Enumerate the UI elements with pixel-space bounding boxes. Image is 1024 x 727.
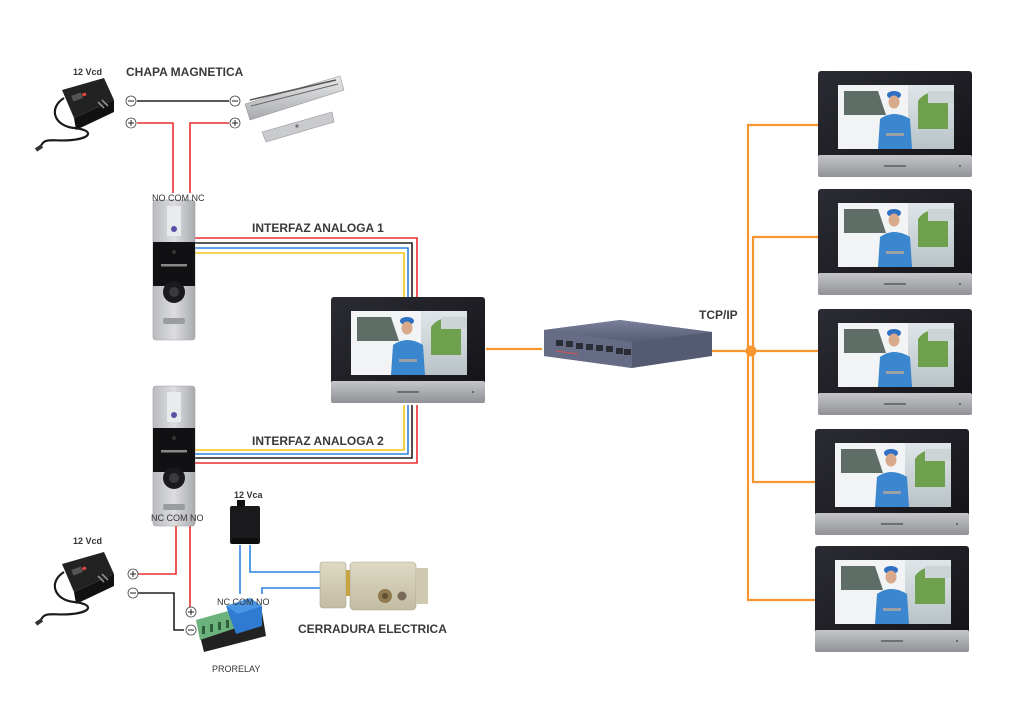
minus-icon [185,624,197,636]
wire-blue-interface2 [195,405,409,455]
wire-yellow-interface1 [195,252,405,298]
wire-red-interface2 [195,405,418,464]
minus-icon [125,95,137,107]
minus-icon [127,587,139,599]
door-station-2 [152,385,196,527]
magnetic-lock-label: CHAPA MAGNETICA [126,65,244,79]
wire-blue-interface1 [195,247,409,298]
ac-transformer [230,500,260,544]
wire-red-psu-to-com2 [138,522,177,575]
main-monitor [331,297,485,403]
net-junction [745,345,757,357]
wire-black-psu-to-relay [138,592,184,631]
door1-terminals-label: NO COM NC [152,193,205,203]
monitor-5 [815,546,969,652]
psu-bottom [34,550,116,626]
ac-transformer-voltage-label: 12 Vca [234,490,263,500]
plus-icon [229,117,241,129]
wire-black-interface1 [195,242,413,298]
wire-black-interface2 [195,405,413,459]
poe-switch [544,320,712,368]
psu-bottom-voltage-label: 12 Vcd [73,536,103,546]
psu-top-voltage-label: 12 Vcd [73,67,103,77]
wire-blue-transformer-to-lock [249,545,322,573]
polarity-markers [125,95,241,636]
magnetic-lock [244,75,345,143]
electric-lock [319,561,428,611]
door-station-1 [152,199,196,341]
interface2-label: INTERFAZ ANALOGA 2 [252,434,384,448]
plus-icon [125,117,137,129]
monitor-3 [818,309,972,415]
relay-terminals-label: NC COM NO [217,597,270,607]
relay-name-label: PRORELAY [212,664,261,674]
plus-icon [185,606,197,618]
wire-red-psu-to-com [137,122,174,193]
interface1-label: INTERFAZ ANALOGA 1 [252,221,384,235]
net-trunk-monitor-2 [751,235,818,484]
psu-top [34,76,116,152]
electric-lock-label: CERRADURA ELECTRICA [298,622,447,636]
minus-icon [229,95,241,107]
monitor-2 [818,189,972,295]
wire-red-interface1 [195,237,418,298]
wire-red-nc-to-maglock [189,122,229,193]
prorelay [196,598,266,652]
wire-yellow-interface2 [195,405,405,451]
monitor-1 [818,71,972,177]
monitor-4 [815,429,969,535]
wires [137,100,818,631]
wire-blue-relay-no-to-lock [261,587,322,594]
door2-terminals-label: NC COM NO [151,513,204,523]
network-label: TCP/IP [699,308,738,322]
net-trunk-monitor-1 [746,123,818,602]
plus-icon [127,568,139,580]
